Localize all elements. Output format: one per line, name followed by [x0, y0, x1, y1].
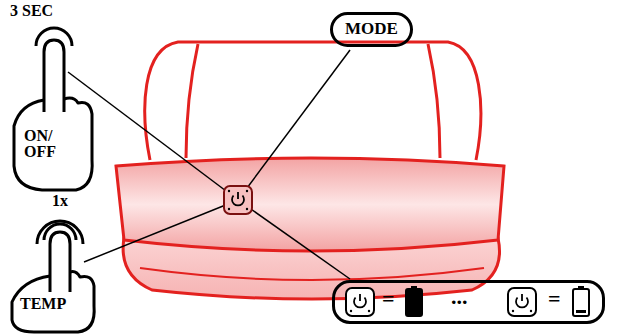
tap-hand-icon — [12, 221, 94, 332]
temperature-action-label: TEMP — [20, 296, 66, 312]
press-count-label: 1x — [52, 193, 68, 209]
indicator-symbol: ... — [451, 285, 468, 309]
lamp-body — [116, 158, 504, 251]
button-name: MODE — [345, 20, 398, 39]
lamp-button — [224, 186, 252, 214]
battery-empty-icon — [573, 286, 589, 316]
battery-indicator-box: =... = — [332, 280, 605, 324]
battery-indicator-icons — [346, 286, 589, 316]
indicator-symbol: = — [382, 287, 395, 311]
leader-lines — [68, 50, 350, 279]
indicator-symbol: = — [548, 287, 561, 311]
power-action-label: ON/ OFF — [24, 128, 66, 160]
hold-duration-label: 3 SEC — [10, 3, 53, 19]
battery-full-icon — [406, 286, 422, 316]
button-icon — [508, 288, 536, 316]
button-icon — [346, 288, 374, 316]
mode-button-label: MODE — [330, 12, 413, 47]
press-hand-icon — [14, 28, 92, 190]
